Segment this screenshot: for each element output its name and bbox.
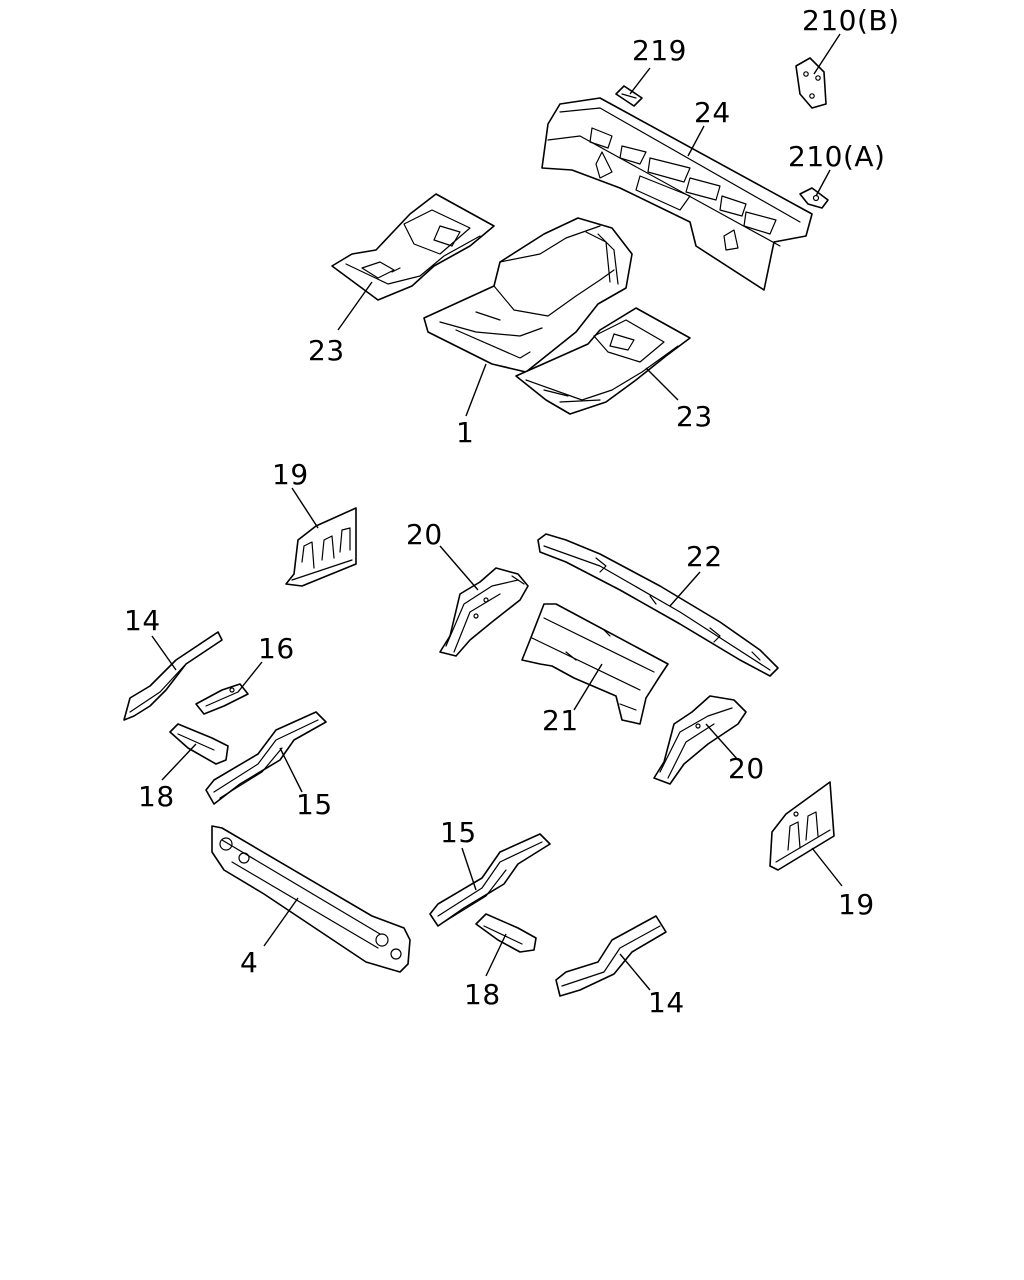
part-210b-bracket — [795, 57, 827, 109]
leader-210a — [815, 169, 831, 197]
callout-20-upper: 20 — [406, 518, 443, 551]
callout-15-lower: 15 — [440, 816, 477, 849]
leader-23-left — [337, 281, 373, 331]
leader-15-upper — [279, 747, 303, 793]
callout-210a: 210(A) — [788, 140, 885, 173]
part-19-lower-gusset — [769, 781, 835, 871]
callout-24: 24 — [694, 96, 731, 129]
part-219-plate — [615, 85, 643, 107]
leader-20-lower — [705, 723, 739, 761]
callout-16: 16 — [258, 632, 295, 665]
part-23-left-floor-panel — [331, 193, 495, 301]
part-20-upper-bracket — [439, 567, 529, 657]
leader-19-upper — [291, 487, 319, 529]
leader-219 — [629, 67, 651, 95]
leader-1 — [465, 363, 487, 417]
callout-22: 22 — [686, 540, 723, 573]
leader-23-right — [645, 367, 679, 401]
part-1-main-floor — [423, 217, 633, 373]
part-18-lower-bracket — [475, 913, 537, 953]
part-18-upper-bracket — [169, 723, 229, 765]
part-22-cross-member — [537, 533, 779, 677]
leader-21 — [573, 663, 603, 711]
leader-18-upper — [161, 743, 197, 781]
callout-210b: 210(B) — [802, 4, 900, 37]
part-14-lower-rail — [555, 915, 667, 997]
part-24-rear-panel — [541, 97, 813, 291]
leader-lines — [151, 33, 843, 991]
leader-15-lower — [461, 847, 477, 891]
callout-15-upper: 15 — [296, 788, 333, 821]
leader-20-upper — [439, 545, 479, 591]
leader-19-lower — [811, 847, 843, 887]
part-210a-bracket — [799, 187, 829, 209]
callout-18-upper: 18 — [138, 780, 175, 813]
part-14-upper-rail — [123, 631, 223, 721]
callout-4: 4 — [240, 946, 258, 979]
callout-labels: 219 210(B) 24 210(A) 23 1 23 19 20 22 14… — [124, 4, 900, 1019]
callout-21: 21 — [542, 704, 579, 737]
part-16-small-bracket — [195, 683, 249, 715]
leader-24 — [687, 125, 705, 157]
callout-20-lower: 20 — [728, 752, 765, 785]
part-15-lower-side-member — [429, 833, 551, 927]
part-23-right-floor-panel — [515, 307, 691, 415]
leader-14-lower — [619, 953, 651, 991]
callout-23-right: 23 — [676, 400, 713, 433]
part-15-upper-side-member — [205, 711, 327, 805]
part-20-lower-bracket — [653, 695, 747, 785]
callout-219: 219 — [632, 34, 687, 67]
leader-22 — [669, 571, 701, 607]
callout-23-left: 23 — [308, 334, 345, 367]
leader-14-upper — [151, 635, 177, 671]
leader-4 — [263, 897, 299, 947]
leader-16 — [237, 661, 263, 693]
callout-19-lower: 19 — [838, 888, 875, 921]
leader-210b — [813, 33, 841, 75]
callout-1: 1 — [456, 416, 474, 449]
callout-14-lower: 14 — [648, 986, 685, 1019]
part-4-crossbar — [211, 825, 411, 973]
callout-14-upper: 14 — [124, 604, 161, 637]
part-21-lower-cross-member — [521, 603, 669, 725]
leader-18-lower — [485, 933, 507, 977]
callout-18-lower: 18 — [464, 978, 501, 1011]
part-19-upper-gusset — [285, 507, 357, 587]
callout-19-upper: 19 — [272, 458, 309, 491]
